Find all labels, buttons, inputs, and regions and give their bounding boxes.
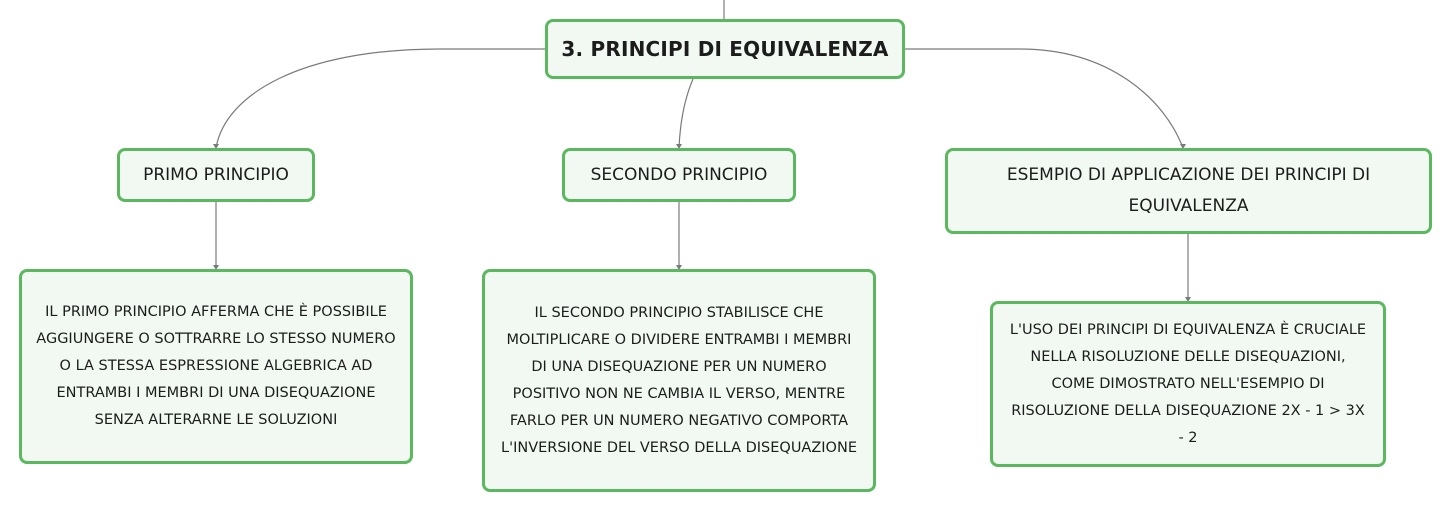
topic-title: SECONDO PRINCIPIO <box>590 164 768 185</box>
arrow-secondo-detail <box>676 265 682 270</box>
detail-text: IL SECONDO PRINCIPIO STABILISCE CHE MOLT… <box>501 304 857 456</box>
topic-node-esempio-applicazione[interactable]: ESEMPIO DI APPLICAZIONE DEI PRINCIPI DI … <box>945 148 1432 234</box>
root-node[interactable]: 3. PRINCIPI DI EQUIVALENZA <box>545 19 905 79</box>
topic-title: ESEMPIO DI APPLICAZIONE DEI PRINCIPI DI … <box>1006 165 1371 216</box>
topic-node-secondo-principio[interactable]: SECONDO PRINCIPIO <box>562 148 796 202</box>
detail-node-esempio-applicazione[interactable]: L'USO DEI PRINCIPI DI EQUIVALENZA È CRUC… <box>990 301 1386 467</box>
arrow-esempio-detail <box>1185 297 1191 302</box>
arrow-esempio <box>1180 144 1186 149</box>
arrow-primo <box>213 144 219 149</box>
topic-node-primo-principio[interactable]: PRIMO PRINCIPIO <box>117 148 315 202</box>
arrow-secondo <box>676 144 682 149</box>
detail-node-secondo-principio[interactable]: IL SECONDO PRINCIPIO STABILISCE CHE MOLT… <box>482 269 876 492</box>
detail-node-primo-principio[interactable]: IL PRIMO PRINCIPIO AFFERMA CHE È POSSIBI… <box>19 269 413 464</box>
connector-root-to-esempio <box>905 48 1184 149</box>
detail-text: L'USO DEI PRINCIPI DI EQUIVALENZA È CRUC… <box>1009 321 1367 446</box>
connector-root-to-secondo <box>678 78 694 149</box>
arrow-primo-detail <box>213 265 219 270</box>
root-title: 3. PRINCIPI DI EQUIVALENZA <box>561 37 889 61</box>
detail-text: IL PRIMO PRINCIPIO AFFERMA CHE È POSSIBI… <box>36 304 396 428</box>
connector-root-to-primo <box>215 48 545 149</box>
topic-title: PRIMO PRINCIPIO <box>143 164 289 185</box>
